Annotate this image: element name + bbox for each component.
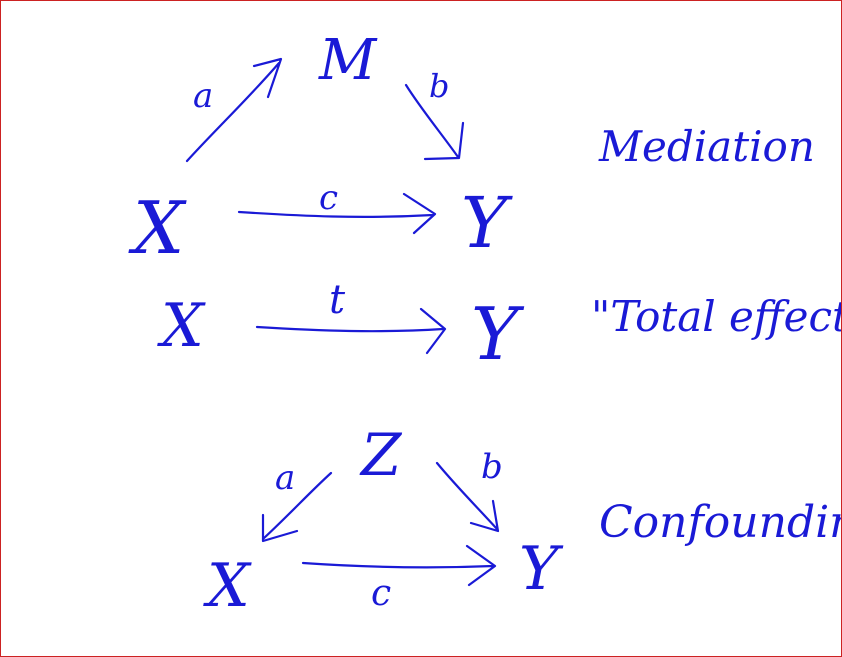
- total-arrow-t: [255, 307, 447, 355]
- confounding-diagram: Z a b X c Y Confounding: [203, 421, 841, 621]
- confounding-node-z: Z: [359, 421, 403, 489]
- confounding-node-y: Y: [519, 534, 564, 604]
- confounding-arrows: [261, 461, 500, 587]
- confounding-arrow-c: [301, 544, 497, 587]
- total-effect-title: "Total effect": [591, 292, 841, 341]
- total-path-t-label: t: [329, 277, 346, 323]
- mediation-arrows: [185, 57, 465, 235]
- confounding-path-a-label: a: [275, 458, 295, 498]
- confounding-title: Confounding: [599, 497, 841, 548]
- total-effect-diagram: X t Y "Total effect": [157, 277, 841, 376]
- total-node-x: X: [157, 291, 206, 361]
- mediation-diagram: M a b X c Y Mediation: [128, 28, 815, 270]
- mediation-path-c-label: c: [319, 178, 338, 218]
- confounding-arrow-b: [435, 461, 500, 533]
- mediation-node-m: M: [318, 28, 378, 93]
- total-node-y: Y: [471, 292, 525, 376]
- mediation-path-a-label: a: [193, 76, 213, 116]
- mediation-arrow-b: [404, 83, 465, 161]
- mediation-node-x: X: [128, 186, 187, 270]
- confounding-path-b-label: b: [481, 447, 503, 487]
- mediation-arrow-a: [185, 57, 283, 163]
- mediation-node-y: Y: [461, 182, 513, 264]
- confounding-node-x: X: [203, 551, 252, 621]
- confounding-arrow-a: [261, 471, 333, 543]
- mediation-arrow-c: [237, 192, 437, 235]
- mediation-title: Mediation: [598, 122, 815, 171]
- total-arrows: [255, 307, 447, 355]
- confounding-path-c-label: c: [371, 573, 391, 614]
- mediation-path-b-label: b: [429, 67, 449, 105]
